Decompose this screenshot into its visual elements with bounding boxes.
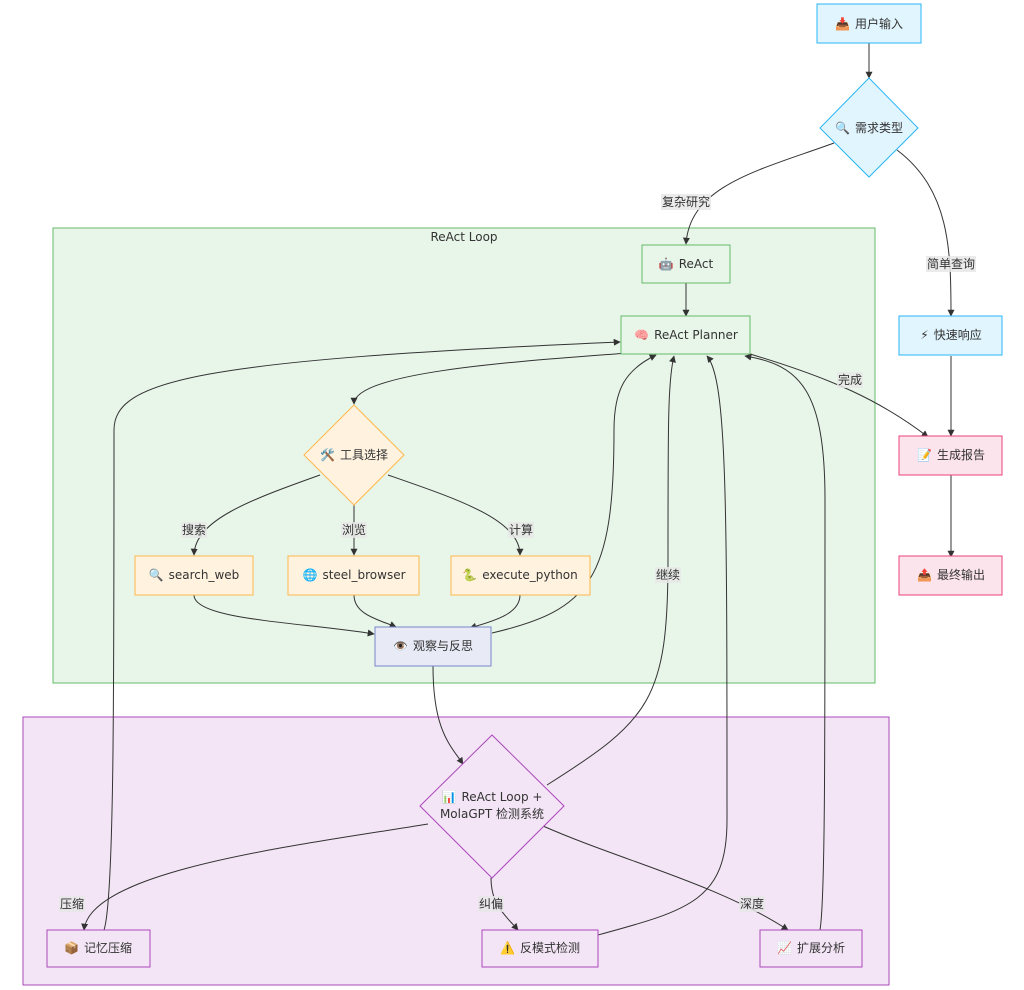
- node-steel-browser[interactable]: 🌐steel_browser: [287, 555, 420, 596]
- svg-text:📤最终输出: 📤最终输出: [917, 567, 985, 582]
- edge-labels: 复杂研究 简单查询 完成 搜索 浏览 计算 继续 压缩: [59, 194, 976, 912]
- package-icon: 📦: [64, 941, 79, 955]
- edge-planner-to-report: [749, 353, 929, 438]
- chart-icon: 📊: [442, 790, 457, 804]
- snake-icon: 🐍: [462, 568, 477, 582]
- edge-label-compress: 压缩: [59, 896, 85, 912]
- svg-text:🐍execute_python: 🐍execute_python: [462, 568, 578, 582]
- node-demand-type[interactable]: 🔍需求类型: [819, 77, 919, 178]
- edge-planner-to-tools: [350, 351, 641, 405]
- warning-icon: ⚠️: [500, 941, 515, 955]
- node-extend-analysis[interactable]: 📈扩展分析: [759, 929, 863, 968]
- node-search-web[interactable]: 🔍search_web: [134, 555, 254, 596]
- edge-label-correct: 纠偏: [478, 896, 504, 912]
- edges: [81, 43, 955, 936]
- node-planner[interactable]: 🧠ReAct Planner: [620, 315, 751, 355]
- svg-text:搜索: 搜索: [182, 522, 206, 537]
- svg-text:MolaGPT 检测系统: MolaGPT 检测系统: [440, 806, 544, 821]
- edge-tools-to-search: [190, 474, 321, 556]
- node-detection-system[interactable]: 📊ReAct Loop + MolaGPT 检测系统: [419, 734, 565, 879]
- node-memory-compress[interactable]: 📦记忆压缩: [46, 929, 151, 968]
- tools-icon: 🛠️: [320, 447, 335, 462]
- edge-detect-to-extend: [542, 825, 789, 931]
- svg-text:🔍需求类型: 🔍需求类型: [835, 120, 903, 135]
- node-generate-report[interactable]: 📝生成报告: [898, 435, 1003, 476]
- svg-text:🤖ReAct: 🤖ReAct: [659, 257, 714, 271]
- edge-label-browse: 浏览: [341, 522, 367, 538]
- nodes: 📥用户输入 🔍需求类型 🤖ReAct 🧠ReAct Planner 🛠️工具选择…: [46, 3, 1003, 968]
- svg-text:📊ReAct Loop +: 📊ReAct Loop +: [442, 790, 543, 804]
- edge-memory-to-planner: [103, 338, 621, 931]
- edge-detect-to-memory: [81, 823, 429, 931]
- svg-text:🔍search_web: 🔍search_web: [149, 567, 240, 582]
- inbox-icon: 📥: [835, 17, 850, 31]
- svg-text:🛠️工具选择: 🛠️工具选择: [320, 447, 388, 462]
- search-icon: 🔍: [835, 120, 850, 135]
- edge-observe-to-planner: [491, 354, 657, 634]
- globe-icon: 🌐: [302, 568, 317, 582]
- subgraph-molagpt: [22, 716, 890, 986]
- outbox-icon: 📤: [917, 568, 932, 582]
- svg-text:⚡快速响应: ⚡快速响应: [920, 327, 981, 342]
- search-icon: 🔍: [149, 567, 164, 582]
- svg-text:深度: 深度: [740, 896, 764, 911]
- edge-type-to-react: [682, 142, 835, 245]
- subgraph-react-loop: ReAct Loop: [52, 227, 876, 684]
- robot-icon: 🤖: [659, 257, 674, 271]
- brain-icon: 🧠: [634, 328, 649, 342]
- edge-label-complex: 复杂研究: [661, 194, 711, 210]
- svg-text:📈扩展分析: 📈扩展分析: [777, 941, 845, 955]
- svg-text:📦记忆压缩: 📦记忆压缩: [64, 940, 132, 955]
- node-quick-response[interactable]: ⚡快速响应: [898, 315, 1003, 356]
- edge-label-depth: 深度: [739, 896, 765, 912]
- edge-label-search: 搜索: [181, 522, 207, 538]
- node-tool-select[interactable]: 🛠️工具选择: [303, 404, 405, 506]
- svg-text:复杂研究: 复杂研究: [662, 194, 710, 209]
- edge-type-to-quick: [896, 149, 955, 317]
- edge-extend-to-planner: [744, 353, 826, 931]
- memo-icon: 📝: [917, 448, 932, 462]
- edge-browser-to-observe: [353, 594, 397, 628]
- edge-anti-to-planner: [597, 355, 728, 936]
- node-anti-pattern[interactable]: ⚠️反模式检测: [481, 929, 599, 968]
- edge-label-simple: 简单查询: [926, 256, 976, 272]
- edge-label-done: 完成: [837, 372, 863, 388]
- svg-text:📥用户输入: 📥用户输入: [835, 16, 903, 31]
- svg-text:👁️观察与反思: 👁️观察与反思: [393, 639, 473, 653]
- edge-search-to-observe: [193, 594, 375, 637]
- svg-text:简单查询: 简单查询: [927, 257, 975, 271]
- svg-text:浏览: 浏览: [342, 522, 366, 537]
- svg-text:计算: 计算: [509, 522, 533, 537]
- edge-label-compute: 计算: [508, 522, 534, 538]
- svg-text:🌐steel_browser: 🌐steel_browser: [302, 568, 405, 582]
- lightning-icon: ⚡: [920, 328, 928, 342]
- node-react[interactable]: 🤖ReAct: [641, 244, 731, 284]
- edge-observe-to-detect: [432, 665, 464, 765]
- subgraph-react-loop-title: ReAct Loop: [430, 230, 497, 244]
- svg-text:完成: 完成: [838, 372, 862, 387]
- svg-text:🧠ReAct Planner: 🧠ReAct Planner: [634, 328, 738, 342]
- node-final-output[interactable]: 📤最终输出: [898, 555, 1003, 596]
- eye-icon: 👁️: [393, 639, 408, 653]
- node-observe[interactable]: 👁️观察与反思: [374, 626, 492, 667]
- svg-text:⚠️反模式检测: ⚠️反模式检测: [500, 940, 580, 955]
- edge-tools-to-python: [387, 474, 524, 556]
- svg-text:📝生成报告: 📝生成报告: [917, 447, 985, 462]
- node-execute-python[interactable]: 🐍execute_python: [450, 555, 591, 596]
- edge-label-continue: 继续: [655, 567, 681, 583]
- svg-text:继续: 继续: [656, 568, 680, 582]
- svg-text:纠偏: 纠偏: [479, 896, 503, 911]
- edge-python-to-observe: [469, 594, 521, 630]
- trend-icon: 📈: [777, 941, 792, 955]
- edge-detect-to-planner: [546, 355, 676, 786]
- svg-text:压缩: 压缩: [60, 896, 84, 911]
- node-user-input[interactable]: 📥用户输入: [816, 3, 922, 44]
